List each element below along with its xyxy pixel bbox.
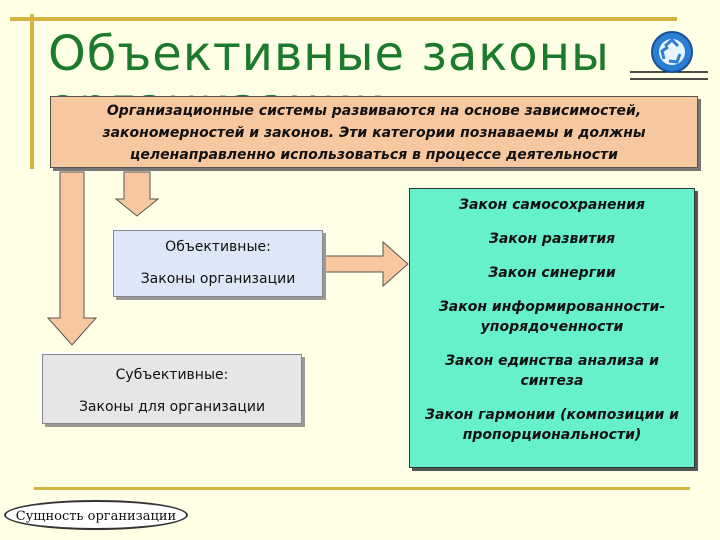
law-item: Закон самосохранения (459, 197, 645, 213)
laws-list-box: Закон самосохранения Закон развития Зако… (409, 188, 695, 468)
subjective-laws-box: Субъективные: Законы для организации (42, 354, 302, 424)
small-down-arrow (114, 171, 160, 217)
law-item: Закон развития (488, 231, 616, 247)
objective-text: Законы организации (140, 271, 296, 287)
subjective-text: Законы для организации (78, 399, 266, 415)
objective-laws-box: Объективные: Законы организации (113, 230, 323, 297)
frame-left-line (30, 14, 34, 169)
recycle-logo-icon (630, 31, 708, 80)
law-item: Закон информированности-упорядоченности (438, 299, 666, 335)
frame-top-line (10, 17, 677, 21)
frame-bottom-line (34, 487, 690, 490)
left-down-arrow (46, 171, 98, 346)
law-item: Закон гармонии (композиции и пропорциона… (425, 407, 679, 443)
right-arrow (322, 240, 409, 288)
objective-label: Объективные: (165, 239, 271, 255)
nav-button-organization-essence[interactable]: Сущность организации (4, 500, 188, 530)
law-item: Закон синергии (488, 265, 616, 281)
main-statement-box: Организационные системы развиваются на о… (50, 96, 698, 168)
subjective-label: Субъективные: (115, 367, 229, 383)
law-item: Закон единства анализа и синтеза (445, 353, 659, 389)
